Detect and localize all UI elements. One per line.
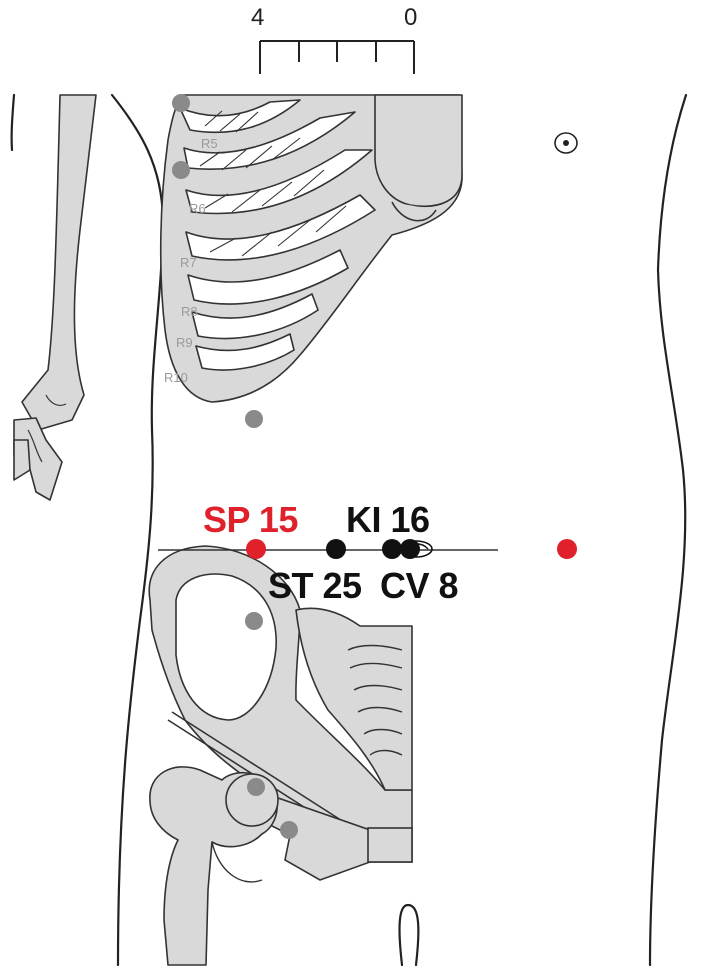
arm-bones bbox=[14, 95, 96, 500]
secondary-point bbox=[172, 161, 190, 179]
secondary-point bbox=[245, 410, 263, 428]
nipple-right bbox=[555, 133, 577, 153]
point-sp-15 bbox=[246, 539, 266, 559]
secondary-point bbox=[280, 821, 298, 839]
scale-label-right: 0 bbox=[404, 6, 417, 30]
scale-label-left: 4 bbox=[251, 6, 264, 30]
rib-label-r7: R7 bbox=[180, 256, 197, 269]
secondary-point bbox=[172, 94, 190, 112]
rib-label-r9: R9 bbox=[176, 336, 193, 349]
secondary-point bbox=[245, 612, 263, 630]
secondary-point bbox=[247, 778, 265, 796]
point-cv-8 bbox=[400, 539, 420, 559]
rib-label-r8: R8 bbox=[181, 305, 198, 318]
label-ki-16: KI 16 bbox=[346, 502, 430, 538]
femur bbox=[150, 767, 278, 965]
rib-label-r6: R6 bbox=[189, 202, 206, 215]
scale-bar bbox=[260, 41, 414, 74]
rib-label-r10: R10 bbox=[164, 371, 188, 384]
label-sp-15: SP 15 bbox=[203, 502, 298, 538]
rib-label-r5: R5 bbox=[201, 137, 218, 150]
point-sp-15-contralateral bbox=[557, 539, 577, 559]
label-cv-8: CV 8 bbox=[380, 568, 458, 604]
label-st-25: ST 25 bbox=[268, 568, 362, 604]
point-st-25 bbox=[326, 539, 346, 559]
point-ki-16 bbox=[382, 539, 402, 559]
